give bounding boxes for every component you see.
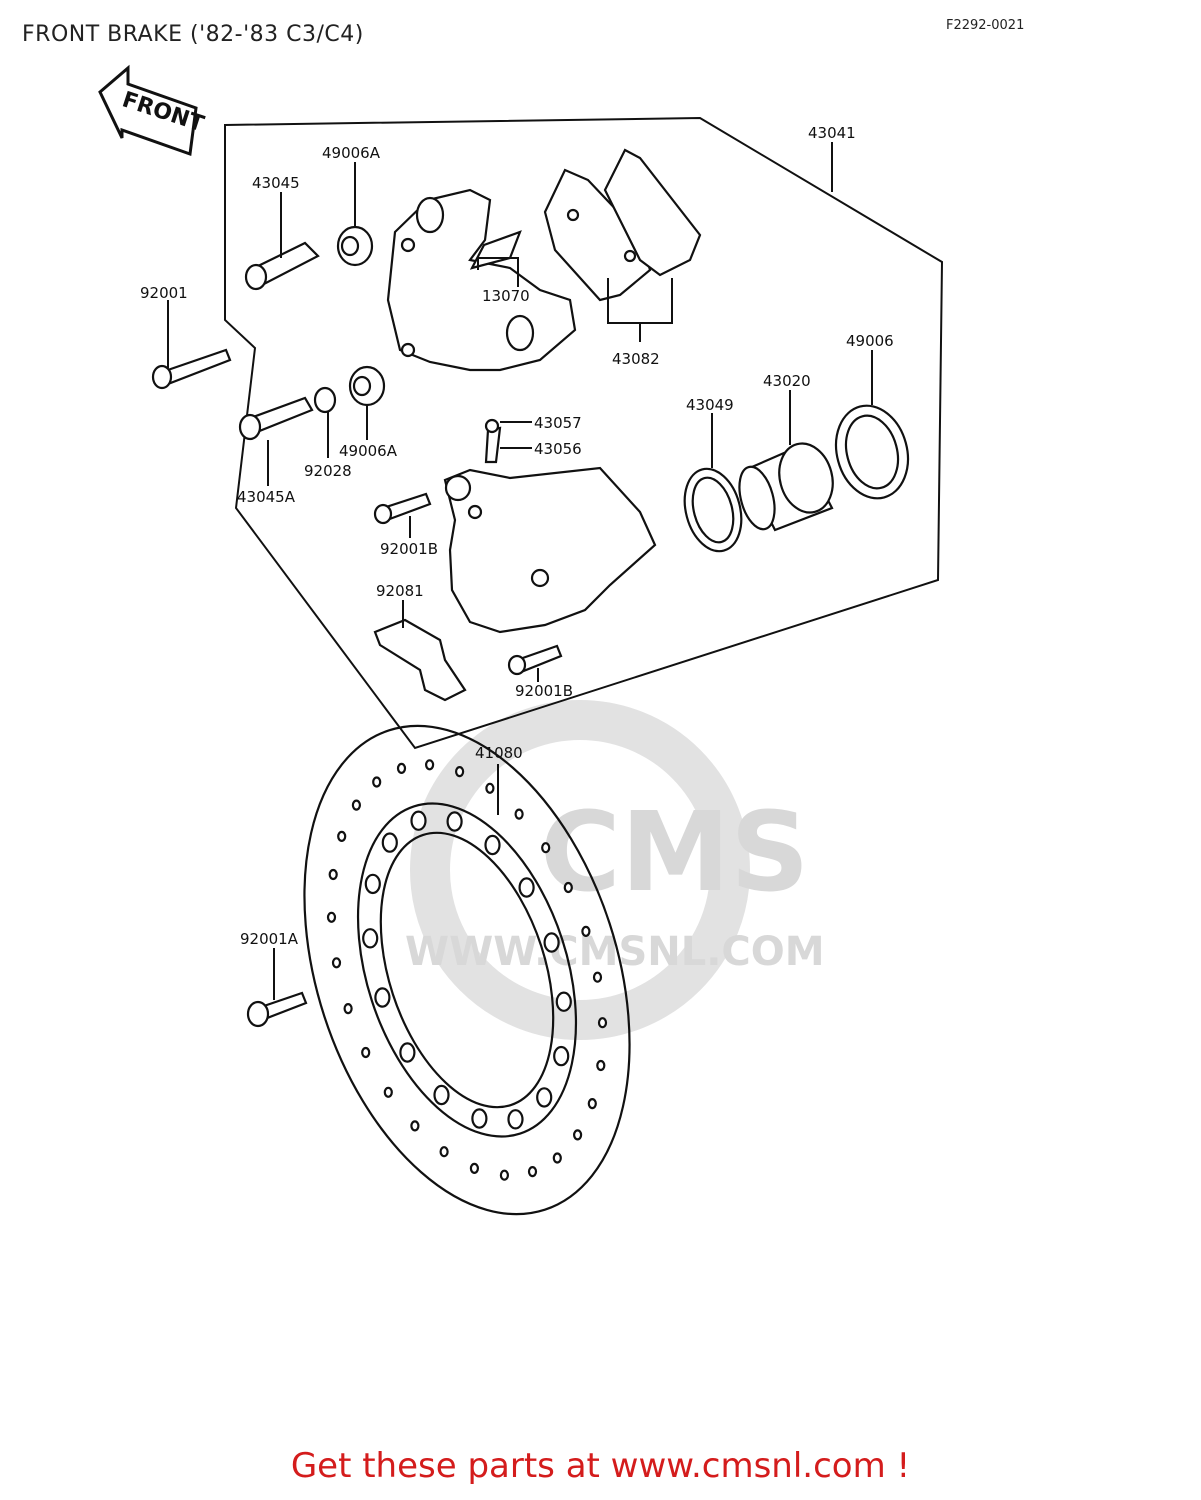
disc-outer-hole xyxy=(351,799,361,811)
footer-link[interactable]: Get these parts at www.cmsnl.com ! xyxy=(290,1446,911,1486)
pin-43045A xyxy=(238,396,314,441)
part-label-41080: 41080 xyxy=(475,744,523,762)
pin-43045 xyxy=(244,241,320,291)
part-label-92001A: 92001A xyxy=(240,930,299,948)
watermark-url: WWW.CMSNL.COM xyxy=(405,929,825,975)
disc-outer-hole xyxy=(455,765,465,778)
caliper-bracket xyxy=(386,188,577,372)
disc-outer-hole xyxy=(425,759,435,771)
part-label-13070: 13070 xyxy=(482,287,530,305)
disc-inner-hole xyxy=(484,834,501,856)
disc-outer-hole xyxy=(331,957,342,969)
disc-inner-hole xyxy=(471,1108,488,1129)
disc-outer-hole xyxy=(469,1162,479,1175)
disc-outer-hole xyxy=(541,842,551,854)
disc-inner-hole xyxy=(364,873,381,895)
part-label-92001: 92001 xyxy=(140,284,188,302)
disc-inner-hole xyxy=(555,991,572,1012)
disc-inner-hole xyxy=(507,1109,524,1130)
part-label-49006A-top: 49006A xyxy=(322,144,381,162)
collar-92028 xyxy=(313,386,337,414)
disc-outer-hole xyxy=(552,1152,562,1164)
watermark: CMS WWW.CMSNL.COM xyxy=(405,700,825,1040)
footer-promo: Get these parts at www.cmsnl.com ! xyxy=(0,1446,1201,1486)
caliper-body xyxy=(443,466,657,634)
caliper-assembly-outline xyxy=(224,116,944,750)
disc-inner-hole xyxy=(433,1084,450,1106)
part-label-49006: 49006 xyxy=(846,332,894,350)
part-label-49006A-lower: 49006A xyxy=(339,442,398,460)
disc-outer-hole xyxy=(328,868,338,881)
boot-49006A-top xyxy=(336,225,374,267)
disc-inner-hole xyxy=(553,1045,570,1067)
disc-inner-hole xyxy=(374,987,391,1008)
disc-inner-hole xyxy=(518,877,535,898)
figure-code: F2292-0021 xyxy=(946,18,1025,33)
disc-outer-hole xyxy=(337,830,347,843)
disc-outer-hole xyxy=(572,1129,583,1141)
piston xyxy=(738,442,834,532)
disc-outer-hole xyxy=(592,971,603,983)
dust-seal xyxy=(834,404,910,500)
disc-outer-hole xyxy=(587,1097,597,1110)
disc-inner-hole xyxy=(362,928,379,949)
disc-outer-hole xyxy=(439,1146,449,1158)
boot-49006A-lower xyxy=(348,365,386,407)
page-title: FRONT BRAKE ('82-'83 C3/C4) xyxy=(22,22,364,47)
part-label-92028: 92028 xyxy=(304,462,352,480)
part-label-43057: 43057 xyxy=(534,414,582,432)
disc-outer-hole xyxy=(396,762,407,775)
disc-outer-hole xyxy=(485,782,495,794)
part-label-92001B-upper: 92001B xyxy=(380,540,438,558)
part-label-92081: 92081 xyxy=(376,582,424,600)
disc-inner-hole xyxy=(399,1042,416,1063)
bleeder-valve xyxy=(484,418,502,464)
disc-outer-hole xyxy=(563,881,573,894)
bolt-92001B-lower xyxy=(507,644,563,676)
disc-inner-hole xyxy=(543,932,560,953)
part-label-43056: 43056 xyxy=(534,440,582,458)
bolt-92001B-upper xyxy=(373,492,432,525)
disc-outer-hole xyxy=(527,1165,538,1178)
part-label-92001B-lower: 92001B xyxy=(515,682,573,700)
disc-outer-hole xyxy=(514,808,524,820)
disc-outer-hole xyxy=(499,1169,509,1181)
disc-outer-hole xyxy=(343,1002,353,1015)
brake-disc xyxy=(303,724,631,1216)
disc-outer-hole xyxy=(596,1059,606,1072)
disc-outer-hole xyxy=(410,1120,420,1132)
disc-inner-hole xyxy=(446,811,463,832)
disc-outer-hole xyxy=(597,1017,608,1029)
disc-inner-hole xyxy=(536,1087,553,1108)
disc-outer-hole xyxy=(372,776,382,788)
part-label-43020: 43020 xyxy=(763,372,811,390)
leader-lines xyxy=(167,142,873,1000)
part-label-43041: 43041 xyxy=(808,124,856,142)
part-label-43045A: 43045A xyxy=(237,488,296,506)
disc-inner-hole xyxy=(381,832,398,853)
part-label-43049: 43049 xyxy=(686,396,734,414)
bolt-92001 xyxy=(151,348,232,390)
disc-outer-hole xyxy=(581,925,591,938)
part-number-labels: 43041 49006A 43045 92001 13070 43082 490… xyxy=(140,124,894,948)
watermark-ring xyxy=(410,700,750,1040)
part-label-43082: 43082 xyxy=(612,350,660,368)
disc-bolt-92001A xyxy=(246,991,308,1028)
part-label-43045: 43045 xyxy=(252,174,300,192)
disc-inner-hole xyxy=(410,810,427,831)
disc-outer-hole xyxy=(383,1086,393,1098)
disc-outer-hole xyxy=(326,911,337,923)
disc-outer-hole xyxy=(361,1046,371,1059)
piston-seal xyxy=(683,467,743,553)
watermark-brand: CMS xyxy=(540,788,809,916)
lock-plate xyxy=(373,618,467,702)
brake-pads xyxy=(543,148,702,302)
front-arrow-icon: FRONT xyxy=(98,64,207,157)
